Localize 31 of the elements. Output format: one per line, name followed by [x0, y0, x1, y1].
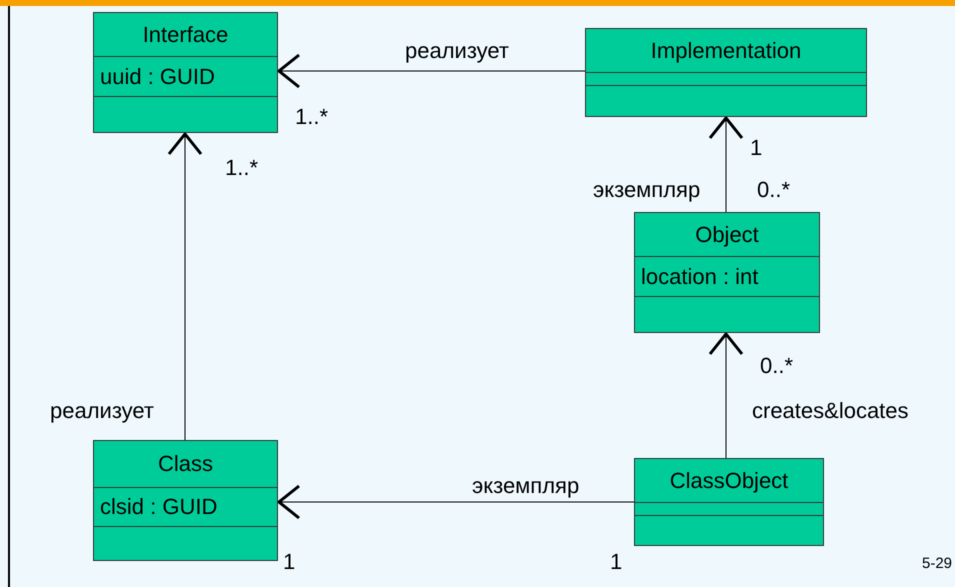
class-name: Class: [158, 453, 213, 475]
arrow: [708, 116, 744, 212]
attribute-text: uuid : GUID: [100, 66, 215, 88]
edge-label: реализует: [405, 40, 510, 62]
edge-label: экземпляр: [472, 475, 580, 497]
class-box: [93, 12, 278, 133]
arrow: [708, 332, 744, 458]
multiplicity-label: 1: [610, 551, 622, 573]
multiplicity-label: 1: [283, 551, 296, 573]
edge-label: экземпляр: [593, 179, 700, 201]
class-box: [634, 212, 820, 333]
class-name: Implementation: [650, 40, 802, 62]
class-box: [93, 440, 278, 561]
edge-label: реализует: [50, 400, 154, 422]
multiplicity-label: 1..*: [225, 157, 258, 179]
arrow: [278, 54, 586, 88]
page-number: 5-29: [922, 556, 952, 571]
multiplicity-label: 0..*: [760, 355, 794, 377]
edge-label: creates&locates: [752, 400, 909, 422]
multiplicity-label: 1: [750, 137, 762, 159]
class-box: [585, 28, 867, 117]
arrow: [168, 132, 202, 440]
class-name: Interface: [142, 24, 228, 46]
arrow: [278, 484, 634, 520]
class-name: ClassObject: [670, 470, 788, 492]
attribute-text: location : int: [641, 266, 758, 288]
multiplicity-label: 1..*: [295, 106, 328, 128]
multiplicity-label: 0..*: [757, 179, 790, 201]
class-box: [634, 458, 824, 546]
class-name: Object: [695, 224, 759, 246]
attribute-text: clsid : GUID: [100, 496, 218, 518]
